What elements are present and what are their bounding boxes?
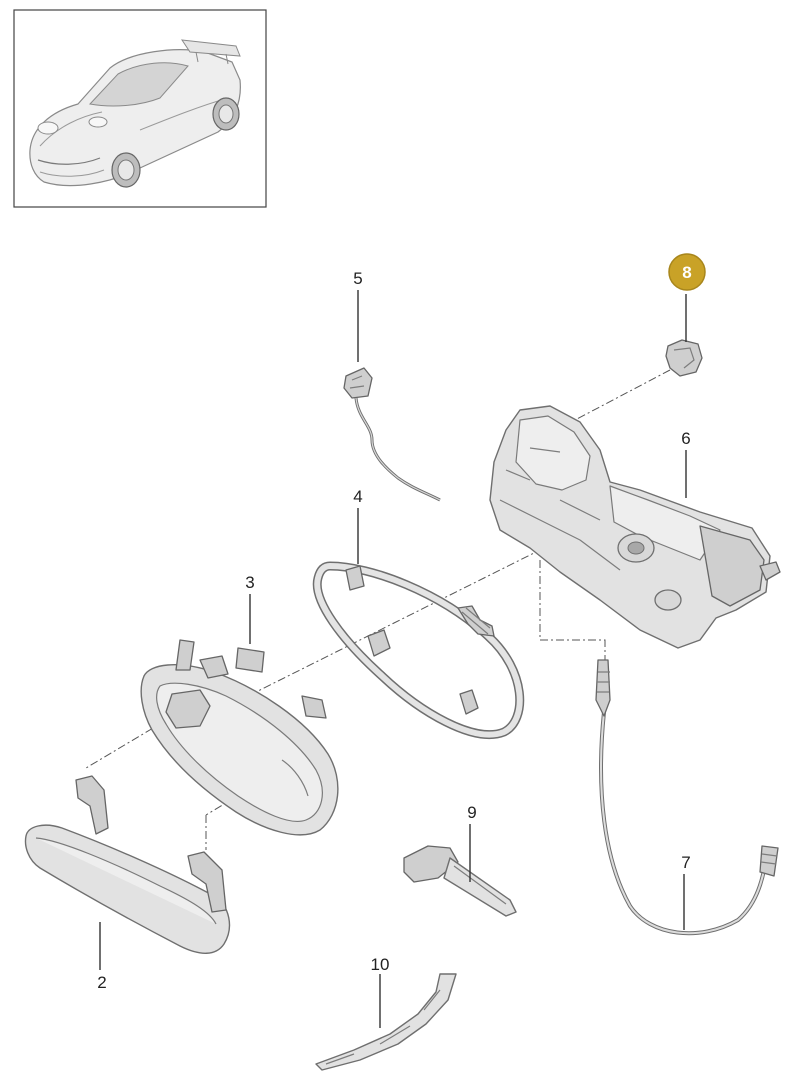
car-icon — [29, 39, 241, 188]
callout-10[interactable]: 10 — [371, 955, 390, 974]
svg-text:3: 3 — [245, 573, 254, 592]
callout-9[interactable]: 9 — [467, 803, 476, 822]
highlight-badge-number: 8 — [682, 263, 691, 282]
part-8-clip[interactable] — [665, 339, 703, 377]
part-6-handle-carrier[interactable] — [489, 405, 781, 649]
svg-text:10: 10 — [371, 955, 390, 974]
callout-8-highlighted[interactable]: 8 — [668, 253, 706, 291]
svg-text:2: 2 — [97, 973, 106, 992]
svg-text:9: 9 — [467, 803, 476, 822]
part-10-trim-strip[interactable] — [315, 973, 457, 1071]
svg-text:7: 7 — [681, 853, 690, 872]
callout-leaders — [99, 290, 687, 1028]
svg-text:6: 6 — [681, 429, 690, 448]
highlight-badge — [668, 253, 706, 291]
part-5-wiring-harness[interactable] — [343, 367, 441, 502]
callout-2[interactable]: 2 — [97, 973, 106, 992]
svg-text:4: 4 — [353, 487, 362, 506]
part-9-emergency-key[interactable] — [403, 845, 517, 917]
part-2-door-handle-grip[interactable] — [24, 775, 231, 954]
callout-4[interactable]: 4 — [353, 487, 362, 506]
part-7-bowden-cable[interactable] — [595, 659, 779, 936]
callout-3[interactable]: 3 — [245, 573, 254, 592]
part-3-handle-bezel[interactable] — [140, 639, 339, 836]
part-4-gasket[interactable] — [312, 561, 525, 740]
callout-5[interactable]: 5 — [353, 269, 362, 288]
callout-6[interactable]: 6 — [681, 429, 690, 448]
callout-7[interactable]: 7 — [681, 853, 690, 872]
svg-text:5: 5 — [353, 269, 362, 288]
car-overview-thumbnail[interactable] — [13, 9, 267, 208]
